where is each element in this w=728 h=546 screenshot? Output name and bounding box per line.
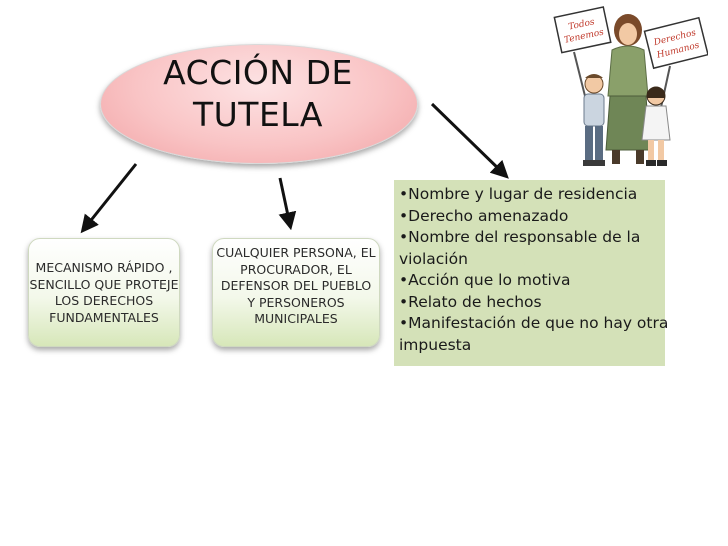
arrow-to-requirements bbox=[430, 102, 509, 179]
title-line-2: TUTELA bbox=[192, 95, 324, 134]
requirement-item: •Manifestación de que no hay otra bbox=[399, 314, 669, 332]
definition-line: MECANISMO RÁPIDO , bbox=[35, 260, 173, 275]
family-with-signs-illustration: Todos Tenemos Derechos Humanos bbox=[553, 6, 708, 166]
requirements-box: •Nombre y lugar de residencia •Derecho a… bbox=[394, 180, 669, 366]
girl-figure bbox=[641, 86, 671, 166]
who-line: Y PERSONEROS bbox=[247, 294, 345, 310]
sign-right: Derechos Humanos bbox=[643, 16, 708, 113]
who-line: CUALQUIER PERSONA, EL bbox=[216, 245, 376, 260]
sign-left: Todos Tenemos bbox=[553, 6, 612, 109]
definition-line: SENCILLO QUE PROTEJE bbox=[29, 276, 179, 292]
who-can-file-box: CUALQUIER PERSONA, EL PROCURADOR, EL DEF… bbox=[212, 238, 380, 347]
who-line: DEFENSOR DEL PUEBLO bbox=[220, 278, 372, 293]
title: ACCIÓN DE TUTELA bbox=[100, 52, 416, 136]
arrow-to-who bbox=[278, 177, 297, 231]
requirement-item: •Nombre del responsable de la bbox=[399, 228, 641, 246]
requirement-item: •Derecho amenazado bbox=[399, 206, 569, 225]
woman-figure bbox=[605, 14, 651, 164]
who-line: MUNICIPALES bbox=[254, 311, 338, 326]
who-line: PROCURADOR, EL bbox=[240, 261, 352, 277]
definition-box: MECANISMO RÁPIDO , SENCILLO QUE PROTEJE … bbox=[28, 238, 180, 347]
requirement-item: impuesta bbox=[399, 335, 472, 354]
arrow-to-definition bbox=[80, 163, 138, 234]
definition-line: FUNDAMENTALES bbox=[49, 309, 159, 325]
title-line-1: ACCIÓN DE bbox=[163, 53, 353, 92]
requirement-item: •Acción que lo motiva bbox=[399, 271, 571, 289]
requirement-item: •Nombre y lugar de residencia bbox=[399, 185, 638, 203]
title-ellipse bbox=[100, 44, 418, 164]
definition-line: LOS DERECHOS bbox=[54, 293, 154, 308]
boy-figure bbox=[583, 74, 605, 166]
requirement-item: •Relato de hechos bbox=[399, 292, 542, 311]
requirement-item: violación bbox=[399, 249, 468, 268]
